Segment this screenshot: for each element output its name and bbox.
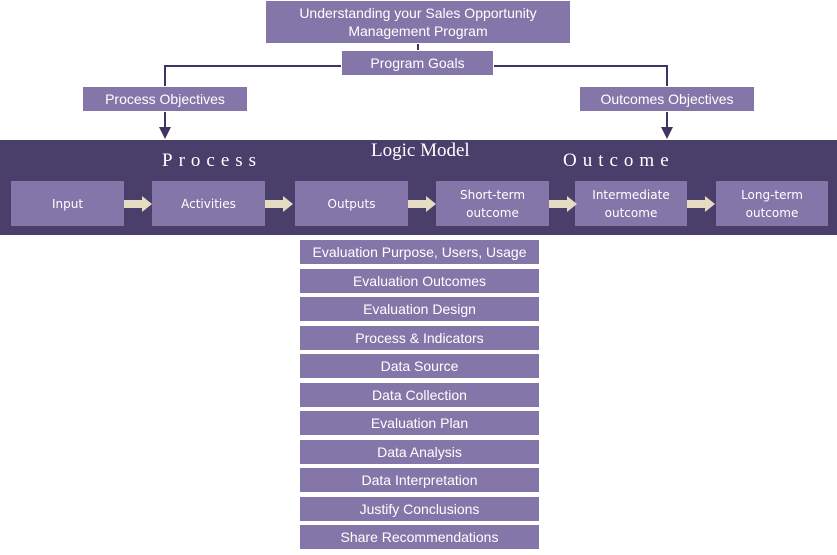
stage-activities: Activities	[152, 181, 265, 226]
eval-step: Share Recommendations	[299, 524, 540, 550]
outcomes-objectives-label: Outcomes Objectives	[600, 91, 734, 107]
outcomes-objectives-box: Outcomes Objectives	[579, 86, 755, 112]
eval-step: Evaluation Outcomes	[299, 268, 540, 294]
stage-intermediate-outcome: Intermediate outcome	[575, 181, 687, 226]
program-goals-box: Program Goals	[341, 50, 494, 76]
stage-input-label: Input	[51, 196, 84, 211]
left-branch-connector	[164, 65, 166, 86]
right-down-connector	[666, 112, 668, 130]
eval-step-label: Share Recommendations	[340, 529, 499, 545]
stage-long-term-outcome: Long-term outcome	[716, 181, 828, 226]
left-down-connector	[164, 112, 166, 130]
eval-step: Evaluation Plan	[299, 410, 540, 436]
eval-step-label: Data Analysis	[377, 444, 462, 460]
arrow-right-icon	[124, 196, 152, 212]
outcome-heading: Outcome	[563, 150, 675, 171]
eval-step: Data Collection	[299, 382, 540, 408]
eval-step: Justify Conclusions	[299, 496, 540, 522]
stage-outputs-label: Outputs	[327, 196, 376, 211]
eval-step-label: Justify Conclusions	[359, 501, 480, 517]
stage-input: Input	[11, 181, 124, 226]
eval-step: Process & Indicators	[299, 325, 540, 351]
eval-step: Data Source	[299, 353, 540, 379]
eval-step-label: Data Source	[380, 358, 459, 374]
eval-step: Data Interpretation	[299, 467, 540, 493]
stage-short-term-label: Short-term outcome	[459, 187, 526, 220]
process-objectives-box: Process Objectives	[82, 86, 248, 112]
eval-step: Data Analysis	[299, 439, 540, 465]
stage-activities-label: Activities	[181, 196, 236, 211]
eval-step-label: Process & Indicators	[355, 330, 484, 346]
eval-step-label: Data Interpretation	[361, 472, 478, 488]
eval-step-label: Data Collection	[372, 387, 467, 403]
eval-step: Evaluation Design	[299, 296, 540, 322]
program-title-box: Understanding your Sales Opportunity Man…	[265, 0, 571, 44]
arrow-right-icon	[549, 196, 577, 212]
right-branch-connector	[666, 65, 668, 86]
eval-step-label: Evaluation Design	[363, 301, 476, 317]
stage-intermediate-label: Intermediate outcome	[592, 187, 670, 220]
eval-step-label: Evaluation Purpose, Users, Usage	[312, 244, 527, 260]
program-goals-label: Program Goals	[370, 55, 465, 71]
eval-step: Evaluation Purpose, Users, Usage	[299, 239, 540, 265]
arrow-right-icon	[687, 196, 715, 212]
eval-step-label: Evaluation Outcomes	[352, 273, 487, 289]
logic-model-heading: Logic Model	[371, 140, 470, 161]
stage-long-term-label: Long-term outcome	[741, 187, 803, 220]
arrow-right-icon	[408, 196, 436, 212]
program-title: Understanding your Sales Opportunity Man…	[299, 5, 537, 39]
stage-short-term-outcome: Short-term outcome	[436, 181, 549, 226]
logic-model-band	[0, 140, 837, 235]
stage-outputs: Outputs	[295, 181, 408, 226]
title-goals-connector	[417, 44, 419, 50]
process-heading: Process	[162, 150, 263, 171]
process-objectives-label: Process Objectives	[105, 91, 225, 107]
eval-step-label: Evaluation Plan	[370, 415, 469, 431]
arrow-right-icon	[265, 196, 293, 212]
